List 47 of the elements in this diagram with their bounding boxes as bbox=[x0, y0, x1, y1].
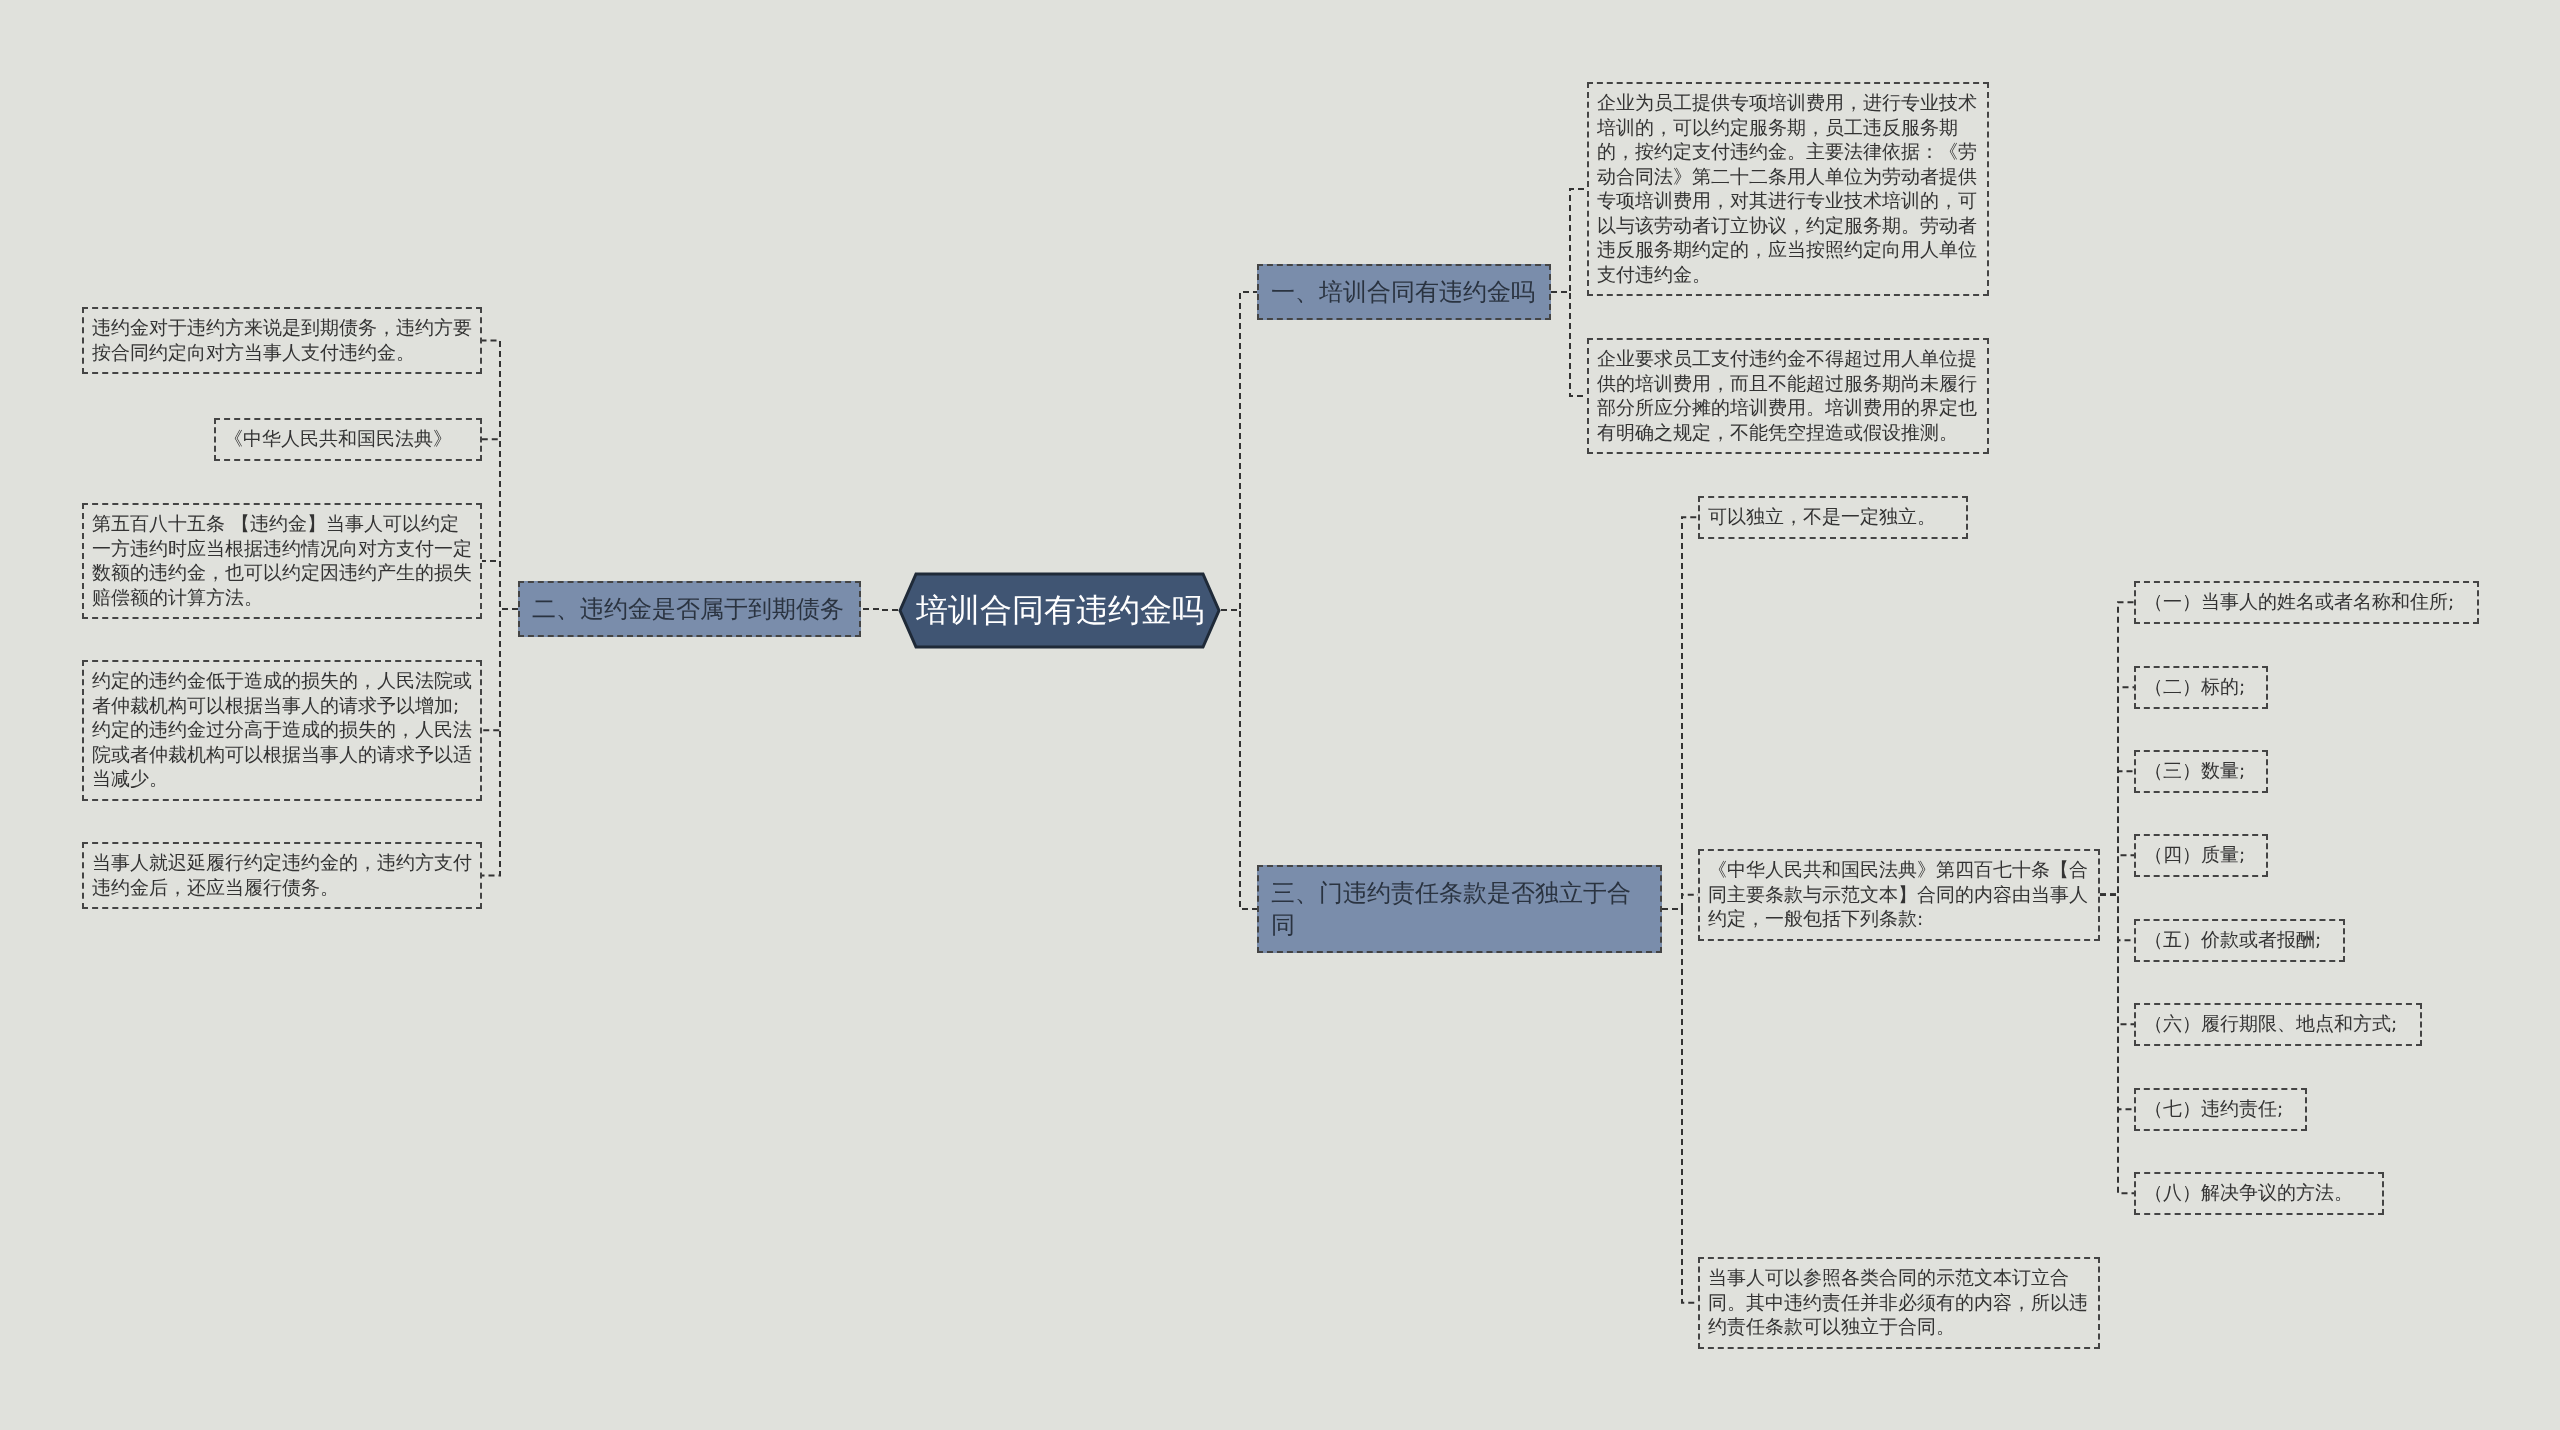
note-text: 当事人就迟延履行约定违约金的，违约方支付违约金后，还应当履行债务。 bbox=[92, 851, 472, 900]
leaf-note-box bbox=[214, 418, 482, 461]
branch-topic-box bbox=[1257, 264, 1551, 320]
leaf-note-box bbox=[2134, 750, 2268, 793]
branch-topic-text: 三、门违约责任条款是否独立于合同 bbox=[1271, 878, 1632, 941]
note-text: 《中华人民共和国民法典》 bbox=[224, 427, 453, 451]
connector-line bbox=[860, 608, 899, 611]
note-text: （二）标的; bbox=[2144, 675, 2247, 699]
leaf-note-box bbox=[2134, 581, 2479, 624]
leaf-note-box bbox=[2134, 1172, 2384, 1215]
leaf-note-box bbox=[1698, 496, 1968, 539]
note-text: 约定的违约金低于造成的损失的，人民法院或者仲裁机构可以根据当事人的请求予以增加;约定的违约金过分高于造成的损失的，人民法院或者仲裁机构可以根据当事人的请求予以适当减少。 bbox=[92, 669, 472, 791]
branch-topic-box bbox=[518, 581, 861, 637]
note-text: （三）数量; bbox=[2144, 759, 2247, 783]
note-text: 企业要求员工支付违约金不得超过用人单位提供的培训费用，而且不能超过服务期尚未履行部分所应分摊的培训费用。培训费用的界定也有明确之规定，不能凭空捏造或假设推测。 bbox=[1597, 347, 1978, 445]
note-text: 企业为员工提供专项培训费用，进行专业技术培训的，可以约定服务期，员工违反服务期的，按约定支付违约金。主要法律依据：《劳动合同法》第二十二条用人单位为劳动者提供专项培训费用，对其进行专业技术培训的，可以与该劳动者订立协议，约定服务期。劳动者违反服务期约定的，应当按照约定向用人单位支付违约金。 bbox=[1597, 91, 1978, 287]
leaf-note-box bbox=[82, 842, 482, 909]
leaf-note-box bbox=[1698, 849, 2100, 941]
leaf-note-box bbox=[82, 503, 482, 619]
leaf-note-box bbox=[82, 307, 482, 374]
note-text: （四）质量; bbox=[2144, 843, 2247, 867]
note-text: （六）履行期限、地点和方式; bbox=[2144, 1012, 2399, 1036]
leaf-note-box bbox=[1698, 1257, 2100, 1349]
leaf-note-box bbox=[2134, 834, 2268, 877]
note-text: （五）价款或者报酬; bbox=[2144, 928, 2323, 952]
branch-topic-text: 二、违约金是否属于到期债务 bbox=[532, 594, 845, 625]
connector-line bbox=[2099, 893, 2135, 1195]
note-text: 可以独立，不是一定独立。 bbox=[1708, 505, 1937, 529]
leaf-note-box bbox=[2134, 1003, 2422, 1046]
root-topic-hexagon bbox=[898, 571, 1221, 649]
leaf-note-box bbox=[2134, 919, 2345, 962]
note-text: 违约金对于违约方来说是到期债务，违约方要按合同约定向对方当事人支付违约金。 bbox=[92, 316, 472, 365]
note-text: 当事人可以参照各类合同的示范文本订立合同。其中违约责任并非必须有的内容，所以违约责任条款可以独立于合同。 bbox=[1708, 1266, 2089, 1339]
root-topic-text: 培训合同有违约金吗 bbox=[915, 591, 1204, 629]
note-text: 第五百八十五条 【违约金】当事人可以约定一方违约时应当根据违约情况向对方支付一定数额的违约金，也可以约定因违约产生的损失赔偿额的计算方法。 bbox=[92, 512, 472, 610]
leaf-note-box bbox=[82, 660, 482, 801]
note-text: （七）违约责任; bbox=[2144, 1097, 2285, 1121]
note-text: 《中华人民共和国民法典》第四百七十条【合同主要条款与示范文本】合同的内容由当事人约定，一般包括下列条款: bbox=[1708, 858, 2089, 931]
branch-topic-box bbox=[1257, 865, 1662, 953]
leaf-note-box bbox=[2134, 1088, 2307, 1131]
branch-topic-text: 一、培训合同有违约金吗 bbox=[1271, 277, 1536, 308]
connector-line bbox=[481, 608, 519, 877]
note-text: （八）解决争议的方法。 bbox=[2144, 1181, 2354, 1205]
leaf-note-box bbox=[2134, 666, 2268, 709]
connector-line bbox=[1220, 609, 1258, 910]
leaf-note-box bbox=[1587, 338, 1989, 454]
note-text: （一）当事人的姓名或者名称和住所; bbox=[2144, 590, 2456, 614]
